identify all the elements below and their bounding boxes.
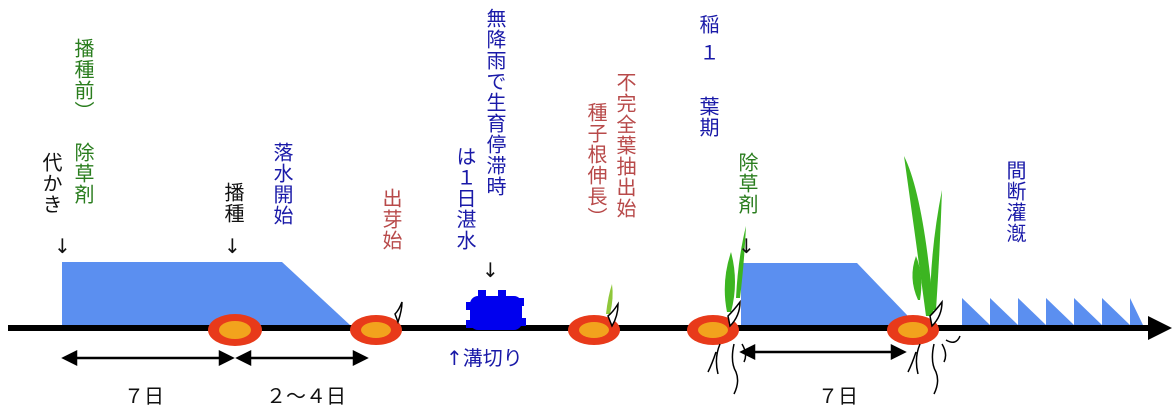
seed-5 bbox=[887, 156, 961, 395]
label-plowing: 代かき bbox=[39, 152, 63, 215]
label-rice-leaf-col1: 稲 bbox=[696, 14, 720, 35]
flood-area-1 bbox=[62, 262, 350, 325]
label-no-rain-col2: は１日湛水 bbox=[453, 146, 477, 251]
interval-arrow-3 bbox=[739, 343, 907, 361]
interval-label-3: ７日 bbox=[818, 384, 858, 408]
interval-label-1: ７日 bbox=[124, 384, 164, 408]
interval-arrow-2 bbox=[235, 349, 369, 367]
label-herbicide-pre-col1: 播種前） bbox=[71, 38, 95, 122]
label-rice-leaf-col3: 葉期 bbox=[696, 96, 720, 138]
label-incomplete-leaf-col1: 不完全葉抽出始 bbox=[613, 72, 637, 219]
arrow-flood: ↓ bbox=[482, 258, 499, 282]
seed-4 bbox=[687, 226, 747, 395]
label-incomplete-leaf-col2: 種子根伸長） bbox=[584, 102, 608, 228]
intermittent-irrigation-waves bbox=[962, 298, 1143, 325]
label-intermittent-irrigation: 間断灌漑 bbox=[1003, 160, 1027, 244]
arrow-sowing: ↓ bbox=[224, 234, 241, 258]
timeline-arrowhead bbox=[1148, 316, 1172, 340]
label-groove: ↑溝切り bbox=[446, 346, 523, 370]
seed-1 bbox=[208, 314, 262, 346]
seed-2 bbox=[350, 301, 403, 345]
arrow-herbicide-post: ↓ bbox=[738, 234, 755, 258]
label-no-rain-col1: 無降雨で生育停滞時 bbox=[483, 8, 507, 197]
flood-blob bbox=[466, 290, 526, 330]
label-rice-leaf-col2: １ bbox=[696, 42, 720, 63]
seed-3 bbox=[568, 284, 620, 345]
label-sowing: 播種 bbox=[221, 182, 245, 224]
label-drain-start: 落水開始 bbox=[270, 142, 294, 226]
flood-area-2 bbox=[741, 263, 907, 325]
label-emergence-start: 出芽始 bbox=[379, 188, 403, 251]
label-herbicide-pre-col2: 除草剤 bbox=[71, 142, 95, 205]
arrow-plowing: ↓ bbox=[54, 234, 71, 258]
interval-label-2: ２～４日 bbox=[266, 384, 346, 408]
interval-arrow-1 bbox=[61, 349, 235, 367]
label-herbicide-post: 除草剤 bbox=[735, 152, 759, 215]
